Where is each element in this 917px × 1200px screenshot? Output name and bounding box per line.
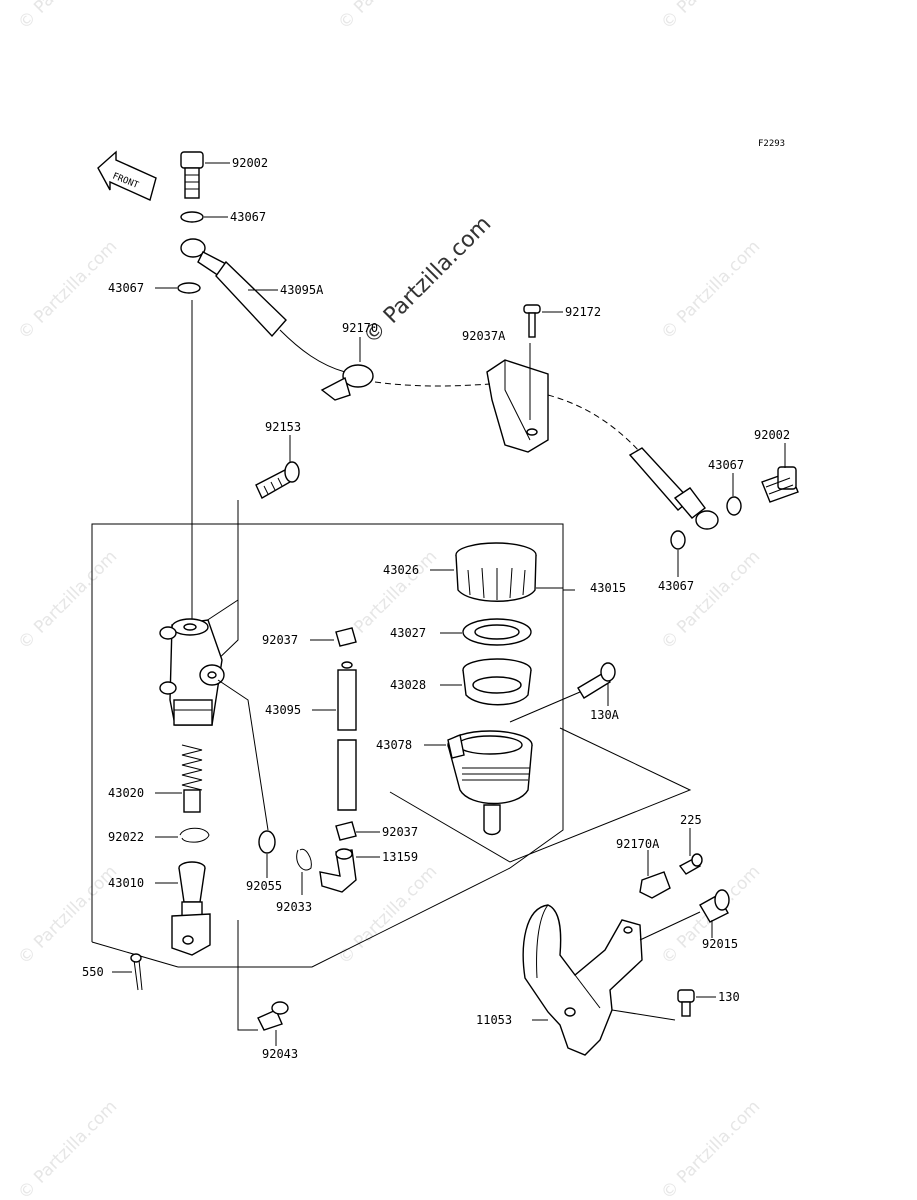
part-label: 92153	[265, 420, 301, 434]
circlip-92033	[296, 848, 312, 871]
part-label: 11053	[476, 1013, 512, 1027]
washer-upper-2	[177, 282, 201, 294]
reservoir-cap	[455, 542, 537, 602]
part-label: 43010	[108, 876, 144, 890]
part-label: 43026	[383, 563, 419, 577]
master-cylinder-body	[159, 618, 225, 726]
part-label: 43015	[590, 581, 626, 595]
part-label: 43027	[390, 626, 426, 640]
part-label: 92015	[702, 937, 738, 951]
o-ring	[258, 830, 276, 854]
piston-spring	[181, 744, 203, 813]
banjo-bolt-upper	[180, 151, 204, 199]
part-label: 92037	[262, 633, 298, 647]
brake-hose-lower	[628, 447, 719, 530]
washer-lower	[726, 496, 742, 516]
elbow-fitting	[319, 848, 357, 893]
watermark: © Partzilla.com	[657, 547, 764, 654]
pedal-bracket	[522, 904, 643, 1056]
part-label: 92170A	[616, 837, 660, 851]
part-label: 43067	[658, 579, 694, 593]
brake-hose-upper	[180, 238, 346, 373]
part-label: 43020	[108, 786, 144, 800]
bolt-92153	[255, 461, 300, 499]
part-label: 92055	[246, 879, 282, 893]
part-label: 43095A	[280, 283, 324, 297]
hose-bracket	[486, 359, 549, 453]
diaphragm-plate	[462, 618, 532, 646]
watermark: © Partzilla.com	[14, 547, 121, 654]
watermark: © Partzilla.com	[14, 0, 121, 34]
bolt-225	[678, 853, 703, 875]
circlip	[179, 827, 210, 843]
part-label: 43095	[265, 703, 301, 717]
banjo-bolt-lower	[761, 466, 799, 503]
reservoir-tank	[447, 730, 533, 836]
front-arrow-icon: FRONT	[97, 150, 157, 201]
part-label: 13159	[382, 850, 418, 864]
part-label: 92033	[276, 900, 312, 914]
part-label: 43078	[376, 738, 412, 752]
watermark: © Partzilla.com	[14, 237, 121, 344]
push-rod	[171, 861, 211, 956]
hose-clip-upper	[335, 627, 357, 647]
part-label: 43067	[230, 210, 266, 224]
bolt-130	[677, 989, 695, 1017]
clip-92170a	[639, 871, 671, 899]
part-label: 92037	[382, 825, 418, 839]
part-label: 92002	[754, 428, 790, 442]
watermark: © Partzilla.com	[657, 237, 764, 344]
part-label: 92022	[108, 830, 144, 844]
part-label: 92170	[342, 321, 378, 335]
part-label: 130A	[590, 708, 620, 722]
part-label: 92172	[565, 305, 601, 319]
hose-clip-lower	[335, 821, 357, 841]
part-label: 43067	[108, 281, 144, 295]
watermark: © Partzilla.com	[14, 1097, 121, 1200]
washer-upper	[180, 211, 204, 223]
cotter-pin	[130, 953, 143, 991]
watermark: © Partzilla.com	[657, 0, 764, 34]
part-label: 550	[82, 965, 104, 979]
part-label: 43028	[390, 678, 426, 692]
figure-code: F2293	[758, 139, 785, 149]
watermark: © Partzilla.com	[657, 1097, 764, 1200]
diaphragm	[462, 658, 532, 706]
bolt-130a	[577, 662, 616, 699]
watermark: © Partzilla.com	[334, 0, 441, 34]
washer-lower-2	[670, 530, 686, 550]
reservoir-hose	[337, 661, 357, 811]
part-label: 130	[718, 990, 740, 1004]
part-label: 92037A	[462, 329, 506, 343]
part-label: 92043	[262, 1047, 298, 1061]
watermark: © Partzilla.com	[14, 862, 121, 969]
part-label: 92002	[232, 156, 268, 170]
collar-92015	[699, 889, 730, 923]
part-label: 43067	[708, 458, 744, 472]
part-label: 225	[680, 813, 702, 827]
screw-92172	[523, 304, 541, 338]
hose-clamp	[320, 364, 374, 401]
clevis-pin	[257, 1001, 289, 1031]
